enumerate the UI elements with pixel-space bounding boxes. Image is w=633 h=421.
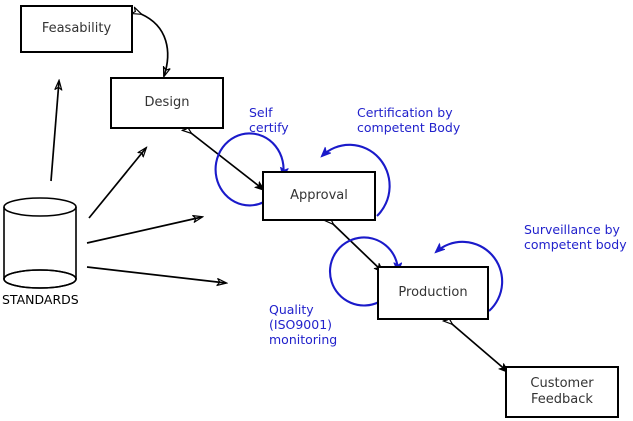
label-self-certify: Self certify bbox=[249, 105, 289, 135]
label-certification-by-competent-body: Certification by competent Body bbox=[357, 105, 461, 135]
node-approval-label: Approval bbox=[290, 188, 348, 203]
node-production-label: Production bbox=[398, 285, 468, 300]
label-surveillance-by-competent-body: Surveillance by competent body bbox=[524, 222, 627, 252]
edge-approval-production bbox=[333, 224, 383, 272]
edge-design-approval bbox=[191, 133, 264, 190]
node-design-label: Design bbox=[144, 95, 190, 110]
edge-standards-approval bbox=[86, 217, 202, 244]
edge-standards-design bbox=[88, 148, 146, 219]
node-design[interactable]: Design bbox=[110, 77, 224, 129]
edge-production-customer-feedback bbox=[452, 324, 508, 372]
standards-datastore-label: STANDARDS bbox=[2, 292, 79, 307]
standards-cylinder-shape bbox=[3, 197, 77, 289]
loop-surveillance-competent-body bbox=[436, 240, 504, 312]
loop-quality-monitoring bbox=[329, 236, 398, 307]
label-quality-iso9001-monitoring: Quality (ISO9001) monitoring bbox=[269, 302, 338, 347]
node-approval[interactable]: Approval bbox=[262, 171, 376, 221]
edge-standards-feasability bbox=[50, 81, 59, 182]
node-feasability[interactable]: Feasability bbox=[20, 5, 133, 53]
loop-certification-competent-body bbox=[322, 143, 391, 217]
edge-feasability-design bbox=[141, 14, 168, 76]
node-customer-feedback-label: Customer Feedback bbox=[530, 376, 594, 407]
loop-self-certify bbox=[214, 132, 284, 207]
node-customer-feedback[interactable]: Customer Feedback bbox=[505, 366, 619, 418]
node-feasability-label: Feasability bbox=[41, 21, 112, 36]
node-production[interactable]: Production bbox=[377, 266, 489, 320]
edge-standards-production bbox=[86, 266, 226, 283]
